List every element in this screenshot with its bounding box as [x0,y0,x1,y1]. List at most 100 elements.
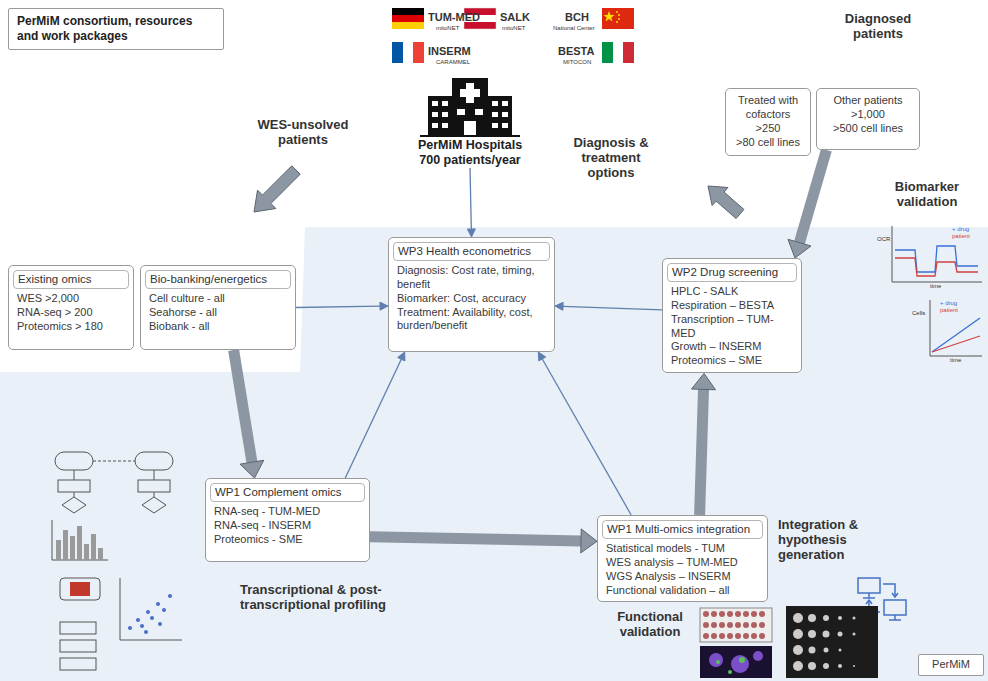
block-arrow [370,529,597,553]
work-package-box: WP3 Health econometricsDiagnosis: Cost r… [388,237,555,352]
node-heading: Existing omics [13,270,129,289]
node-heading: WP1 Multi-omics integration [602,520,763,539]
work-package-box: WP1 Complement omicsRNA-seq - TUM-MEDRNA… [205,478,370,562]
connector-shaft [799,150,826,243]
chart-legend: + drug [940,300,970,307]
patient-box: Treated with cofactors>250>80 cell lines [725,88,811,156]
section-label: Integration & hypothesis generation [778,518,882,563]
connector-shaft [542,359,631,515]
region-tag: PerMiM [918,654,984,676]
node-text: RNA-seq - INSERM [212,519,363,533]
arrow-head [240,460,264,478]
node-heading: WP2 Drug screening [667,263,797,282]
node-text: WES analysis – TUM-MED [604,556,761,570]
profiling-illustration [52,452,182,670]
chart-legend: + drug [952,226,982,233]
node-text: RNA-seq > 200 [15,306,127,320]
node-heading: PerMiM consortium, resources and work pa… [17,14,215,44]
connector-arrow [555,302,662,310]
node-heading: Bio-banking/energetics [145,270,291,289]
connector-shaft [345,359,401,478]
section-label: Diagnosis & treatment options [562,136,660,181]
section-label: Diagnosed patients [826,12,930,42]
partner-name: SALK [500,11,550,24]
block-arrow [254,166,300,212]
node-text: Transcription – TUM-MED [669,313,795,341]
connector-arrow [467,168,475,237]
node-heading: Other patients [821,94,915,108]
node-text: Seahorse - all [147,306,289,320]
node-text: Biomarker: Cost, accuracy [395,292,548,306]
node-heading: WP3 Health econometrics [393,242,550,261]
connector-shaft [296,306,380,307]
resource-box: Bio-banking/energeticsCell culture - all… [140,265,296,350]
flag-italy [602,42,634,63]
block-arrow [788,150,826,258]
flag-france [392,42,424,63]
axis-label: Cells [912,310,929,317]
chart-legend: patient [952,233,982,240]
node-heading: WP1 Complement omics [210,483,365,502]
ocr-chart [892,226,982,282]
axis-label: OCR [877,236,891,243]
node-text: Proteomics - SME [212,533,363,547]
node-text: Respiration – BESTA [669,299,795,313]
connector-shaft [700,389,704,515]
arrow-head [692,373,716,389]
node-text: Proteomics > 180 [15,320,127,334]
node-text: Biobank - all [147,320,289,334]
connector-shaft [234,350,252,462]
connector-shaft [563,306,662,310]
node-text: >1,000 [821,108,915,122]
block-arrow [692,373,716,515]
growth-chart [930,300,982,356]
arrow-head [380,302,388,310]
title-box: PerMiM consortium, resources and work pa… [8,8,224,50]
section-label: WES-unsolved patients [248,118,358,148]
node-heading: Treated with cofactors [730,94,806,122]
network-name: mitoNET [502,25,542,32]
node-text: WGS Analysis – INSERM [604,570,761,584]
partner-name: INSERM [428,45,488,58]
node-text: >250 [730,122,806,136]
connector-arrow [345,352,405,478]
axis-label: time [950,357,970,364]
arrow-head [398,352,405,361]
network-name: CARAMMEL [436,59,486,66]
node-text: RNA-seq - TUM-MED [212,505,363,519]
node-text: HPLC - SALK [669,285,795,299]
arrow-head [581,529,597,553]
partner-name: TUM-MED [428,11,488,24]
flag-china [602,8,634,29]
node-heading: PerMiM Hospitals 700 patients/year [410,138,530,168]
arrow-head [538,352,545,361]
node-text: Proteomics – SME [669,354,795,368]
block-arrow [234,350,264,478]
section-label: Biomarker validation [872,180,982,210]
node-heading: PerMiM [923,658,979,672]
connector-shaft [370,537,581,541]
flag-germany [392,8,424,29]
node-text: Statistical models - TUM [604,542,761,556]
node-text: >80 cell lines [730,136,806,150]
node-text: Treatment: Availability, cost, burden/be… [395,306,548,334]
axis-label: time [930,283,950,290]
arrow-head [788,239,811,258]
section-label: Functional validation [604,610,696,640]
connector-shaft [470,168,471,229]
partner-name: BESTA [558,45,600,58]
node-text: Growth – INSERM [669,340,795,354]
node-text: Diagnosis: Cost rate, timing, benefit [395,264,548,292]
network-name: MITOCON [563,59,603,66]
arrow-head [555,302,563,310]
permim-region [0,227,988,681]
connector-arrow [538,352,631,515]
connector-arrow [296,302,388,310]
network-name: National Center [553,25,603,32]
node-text: >500 cell lines [821,122,915,136]
work-package-box: WP1 Multi-omics integrationStatistical m… [597,515,768,602]
validation-images [700,606,878,678]
patient-box: Other patients>1,000>500 cell lines [816,88,920,150]
resource-box: Existing omicsWES >2,000RNA-seq > 200Pro… [8,265,134,350]
